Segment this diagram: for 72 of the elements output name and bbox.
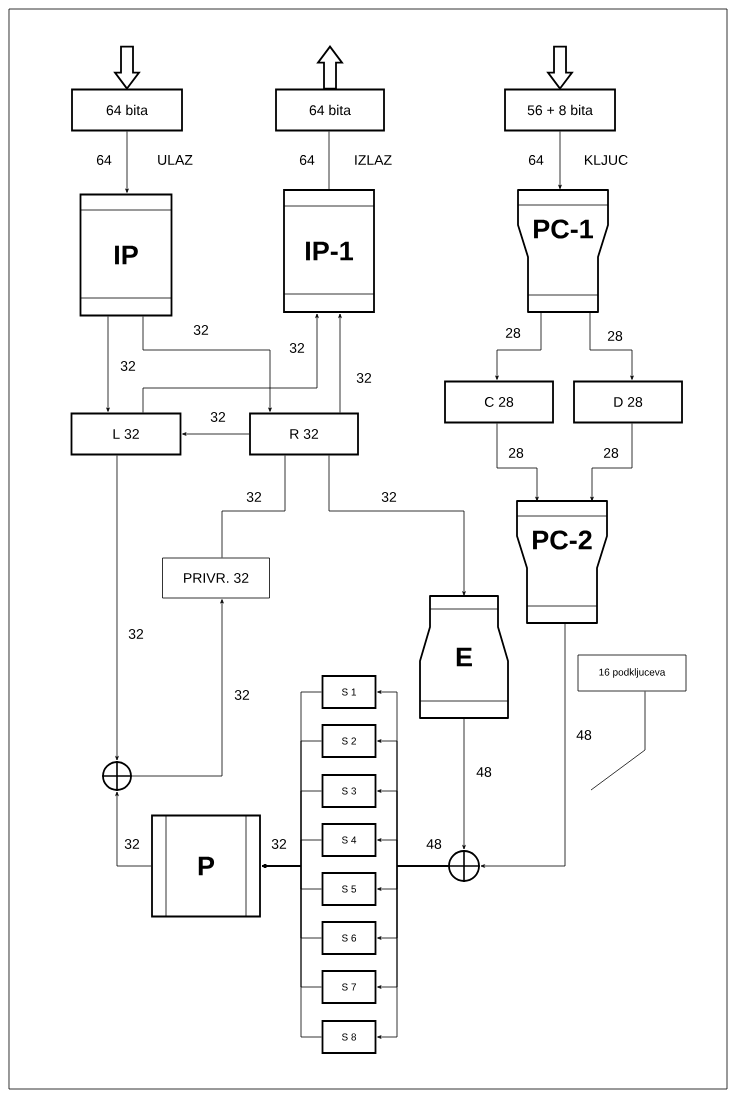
labeled-box: PRIVR. 32 <box>162 557 270 599</box>
labeled-box: C 28 <box>444 380 554 424</box>
small-box: S 7 <box>321 970 377 1004</box>
labeled-box: D 28 <box>573 380 683 424</box>
edge-label: 32 <box>192 324 210 336</box>
arrow <box>142 313 319 413</box>
labeled-box: L 32 <box>70 412 182 456</box>
edge-label: 64 <box>298 154 316 166</box>
edge-label: 32 <box>123 838 141 850</box>
labeled-box: R 32 <box>249 412 359 456</box>
arrow <box>495 311 542 380</box>
signal-label: ULAZ <box>158 155 193 165</box>
banded-box: IP <box>79 193 173 317</box>
edge-label: 32 <box>209 411 227 423</box>
arrow <box>115 455 119 761</box>
xor-symbol <box>447 849 481 883</box>
labeled-box: 56 + 8 bita <box>504 88 616 132</box>
small-box: S 6 <box>321 921 377 955</box>
edge-label: 32 <box>233 689 251 701</box>
arrow <box>377 865 449 1039</box>
arrow <box>480 621 566 868</box>
edge-label: 32 <box>355 372 373 384</box>
connector-line <box>328 131 330 190</box>
edge-label: 64 <box>95 154 113 166</box>
banded-box: IP-1 <box>283 189 375 313</box>
edge-label: 32 <box>270 838 288 850</box>
edge-label: 32 <box>119 360 137 372</box>
labeled-box: 16 podkljuceva <box>577 654 687 692</box>
small-box: S 4 <box>321 823 377 857</box>
edge-label: 32 <box>288 342 306 354</box>
leader-line <box>590 691 646 791</box>
connector-line <box>221 455 286 558</box>
arrow <box>462 717 466 850</box>
edge-label: 48 <box>575 729 593 741</box>
edge-label: 48 <box>425 838 443 850</box>
arrow <box>496 423 539 502</box>
small-box: S 1 <box>321 675 377 709</box>
arrow <box>589 311 634 380</box>
banded-box: P <box>151 814 261 918</box>
arrow <box>125 131 129 193</box>
small-box: S 8 <box>321 1020 377 1054</box>
edge-label: 28 <box>606 330 624 342</box>
edge-label: 64 <box>527 154 545 166</box>
small-box: S 5 <box>321 872 377 906</box>
arrow <box>182 432 250 436</box>
edge-label: 28 <box>504 327 522 339</box>
arrow <box>338 313 342 413</box>
arrow <box>106 316 110 412</box>
edge-label: 32 <box>127 628 145 640</box>
signal-label: KLJUC <box>585 155 628 165</box>
signal-label: IZLAZ <box>355 155 392 165</box>
labeled-box: 64 bita <box>71 88 183 132</box>
arrow <box>558 131 562 190</box>
arrow <box>131 599 224 777</box>
edge-label: 28 <box>602 447 620 459</box>
arrow <box>115 791 152 867</box>
arrow <box>590 423 633 502</box>
block-arrow <box>316 45 344 90</box>
labeled-box: 64 bita <box>275 88 385 132</box>
tapered-box: PC-1 <box>517 189 609 313</box>
tapered-box: E <box>419 595 509 719</box>
small-box: S 3 <box>321 774 377 808</box>
arrow <box>328 455 466 596</box>
edge-label: 32 <box>380 491 398 503</box>
arrow <box>142 316 272 412</box>
edge-label: 32 <box>245 491 263 503</box>
edge-label: 48 <box>475 766 493 778</box>
xor-symbol <box>101 760 133 792</box>
arrow <box>261 864 322 1038</box>
tapered-box: PC-2 <box>516 500 608 624</box>
small-box: S 2 <box>321 724 377 758</box>
edge-label: 28 <box>507 447 525 459</box>
